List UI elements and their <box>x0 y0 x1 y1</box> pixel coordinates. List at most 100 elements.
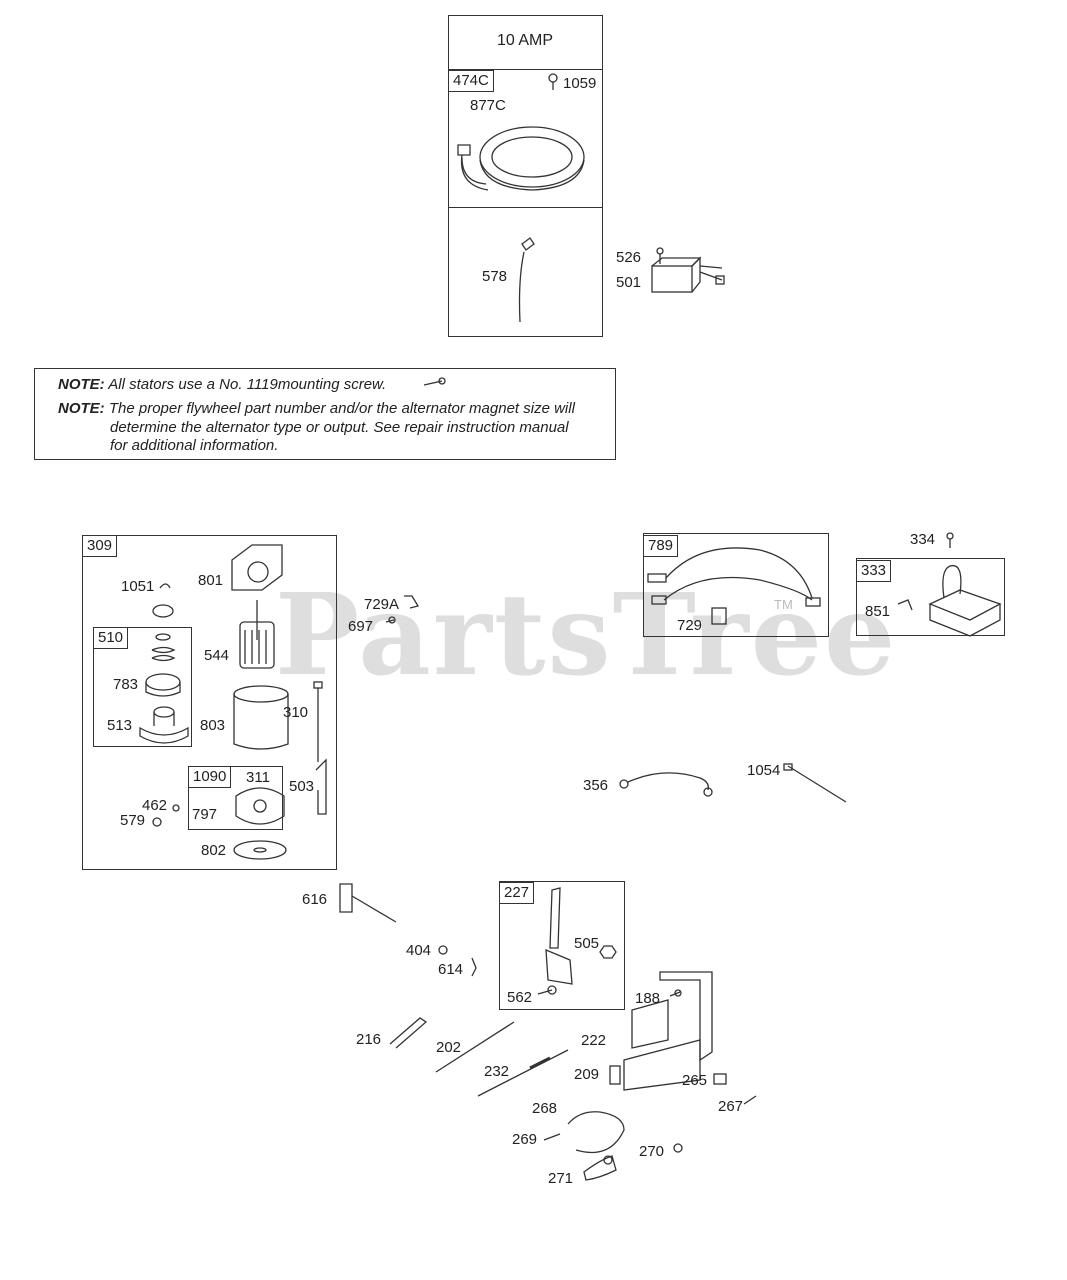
tag-789[interactable]: 789 <box>643 535 679 557</box>
label-216[interactable]: 216 <box>356 1031 382 1048</box>
label-797[interactable]: 797 <box>192 806 218 823</box>
note-1-text: All stators use a No. 1119mounting screw… <box>108 376 387 393</box>
note-2-line3-row: for additional information. <box>110 436 278 456</box>
label-614[interactable]: 614 <box>438 961 464 978</box>
note-1-prefix: NOTE: <box>58 376 105 393</box>
label-1054[interactable]: 1054 <box>747 762 781 779</box>
notes-box <box>34 368 616 460</box>
cable-268 <box>567 1111 625 1154</box>
clip-265 <box>713 1073 727 1085</box>
clip-614 <box>471 957 477 977</box>
spring-232 <box>477 1049 569 1097</box>
label-783[interactable]: 783 <box>113 676 139 693</box>
label-877C[interactable]: 877C <box>470 97 506 114</box>
label-851[interactable]: 851 <box>865 603 891 620</box>
screw-188 <box>669 989 682 997</box>
label-729[interactable]: 729 <box>677 617 703 634</box>
tag-333[interactable]: 333 <box>856 560 892 582</box>
lever-271 <box>583 1155 617 1181</box>
group-789 <box>643 533 829 637</box>
subgroup-510 <box>93 627 192 747</box>
note-2-line2-row: determine the alternator type or output.… <box>110 418 569 438</box>
label-269[interactable]: 269 <box>512 1131 538 1148</box>
label-802[interactable]: 802 <box>201 842 227 859</box>
label-268[interactable]: 268 <box>532 1100 558 1117</box>
label-267[interactable]: 267 <box>718 1098 744 1115</box>
label-1059[interactable]: 1059 <box>563 75 597 92</box>
label-265[interactable]: 265 <box>682 1072 708 1089</box>
tag-227[interactable]: 227 <box>499 882 535 904</box>
label-501[interactable]: 501 <box>616 274 642 291</box>
label-513[interactable]: 513 <box>107 717 133 734</box>
screw-697 <box>385 616 396 624</box>
label-578[interactable]: 578 <box>482 268 508 285</box>
label-270[interactable]: 270 <box>639 1143 665 1160</box>
nut-579 <box>152 817 162 827</box>
label-271[interactable]: 271 <box>548 1170 574 1187</box>
label-188[interactable]: 188 <box>635 990 661 1007</box>
alternator-header: 10 AMP <box>497 32 554 49</box>
screw-562 <box>537 985 557 995</box>
fitting-269 <box>543 1133 561 1141</box>
harness-789 <box>647 547 821 625</box>
note-2-line1: The proper flywheel part number and/or t… <box>108 400 575 417</box>
lever-227 <box>545 887 573 985</box>
shaft-616 <box>339 883 397 923</box>
washer <box>152 604 174 618</box>
screw-1059 <box>548 73 558 90</box>
label-334[interactable]: 334 <box>910 531 936 548</box>
label-404[interactable]: 404 <box>406 942 432 959</box>
label-202[interactable]: 202 <box>436 1039 462 1056</box>
plate-802 <box>233 840 287 860</box>
label-544[interactable]: 544 <box>204 647 230 664</box>
note-screw-icon <box>423 377 446 386</box>
label-232[interactable]: 232 <box>484 1063 510 1080</box>
alternator-header-box <box>448 15 603 70</box>
armature-544 <box>239 600 275 669</box>
note-2-prefix: NOTE: <box>58 400 105 417</box>
cable-tie-1054 <box>783 763 847 803</box>
bolt-310 <box>313 681 323 762</box>
washer-404 <box>438 945 448 955</box>
nut-270 <box>673 1143 683 1153</box>
screw-267 <box>743 1095 757 1105</box>
label-1051[interactable]: 1051 <box>121 578 155 595</box>
tag-474C[interactable]: 474C <box>448 70 494 92</box>
tag-309[interactable]: 309 <box>82 535 118 557</box>
nut-505 <box>599 945 617 959</box>
group-227 <box>499 881 625 1010</box>
brush-plate-311 <box>235 787 285 825</box>
label-801[interactable]: 801 <box>198 572 224 589</box>
label-311[interactable]: 311 <box>246 769 270 786</box>
label-356[interactable]: 356 <box>583 777 609 794</box>
note-2: NOTE: The proper flywheel part number an… <box>58 399 575 419</box>
stator-877C <box>457 126 585 191</box>
starter-group <box>82 535 337 870</box>
nut-462 <box>172 804 180 812</box>
tag-510[interactable]: 510 <box>93 627 129 649</box>
label-222[interactable]: 222 <box>581 1032 607 1049</box>
regulator-501 <box>651 256 725 293</box>
label-310[interactable]: 310 <box>283 704 309 721</box>
label-505[interactable]: 505 <box>574 935 600 952</box>
label-697[interactable]: 697 <box>348 618 374 635</box>
label-562[interactable]: 562 <box>507 989 533 1006</box>
label-209[interactable]: 209 <box>574 1066 600 1083</box>
note-1: NOTE: All stators use a No. 1119mounting… <box>58 375 386 395</box>
alternator-divider <box>448 207 603 208</box>
tag-1090[interactable]: 1090 <box>188 766 232 788</box>
note-2-line2: determine the alternator type or output.… <box>110 419 569 436</box>
link-216 <box>389 1017 428 1049</box>
label-803[interactable]: 803 <box>200 717 226 734</box>
clip-1051 <box>159 583 171 589</box>
label-616[interactable]: 616 <box>302 891 328 908</box>
subgroup-1090 <box>188 766 283 830</box>
label-729A[interactable]: 729A <box>364 596 400 613</box>
label-579[interactable]: 579 <box>120 812 146 829</box>
label-503[interactable]: 503 <box>289 778 315 795</box>
starter-bracket-801 <box>231 544 283 591</box>
screw-334 <box>946 532 954 548</box>
label-526[interactable]: 526 <box>616 249 642 266</box>
label-462[interactable]: 462 <box>142 797 168 814</box>
